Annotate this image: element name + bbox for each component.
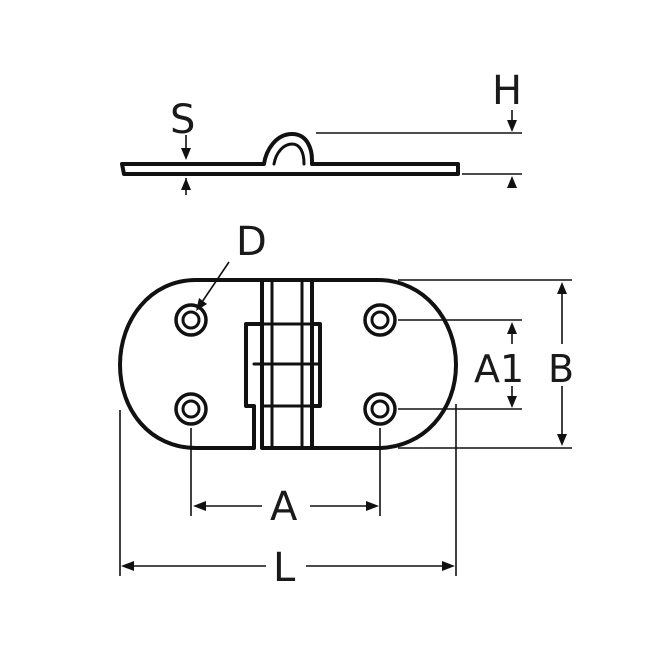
s-arrow-top [181,148,191,160]
label-l: L [273,545,296,591]
right-leaf [310,278,458,450]
b-arrow-top [557,282,567,294]
h-arrow-top [507,120,517,132]
screw-hole-top-right [363,303,397,337]
a1-arrow-bottom [507,396,517,408]
l-arrow-right [442,561,455,571]
label-d: D [236,219,267,265]
screw-hole-top-left [174,303,208,337]
a1-arrow-top [507,322,517,334]
screw-hole-bottom-left [174,392,208,426]
h-arrow-bottom [507,176,517,188]
d-arrow [196,298,207,311]
label-a1: A1 [474,347,524,391]
side-view: S H [120,68,522,195]
d-leader [199,261,230,306]
top-view: D A1 B A L [118,219,574,591]
a-arrow-right [366,501,379,511]
label-s: S [170,97,195,143]
b-arrow-bottom [557,434,567,446]
side-view-leaf [120,132,460,176]
label-h: H [492,68,522,114]
s-arrow-bottom [181,178,191,190]
side-view-knuckle [272,142,306,166]
a-arrow-left [193,501,206,511]
label-b: B [548,347,574,391]
left-leaf [118,278,264,450]
label-a: A [270,484,298,530]
screw-hole-bottom-right [363,392,397,426]
l-arrow-left [121,561,134,571]
